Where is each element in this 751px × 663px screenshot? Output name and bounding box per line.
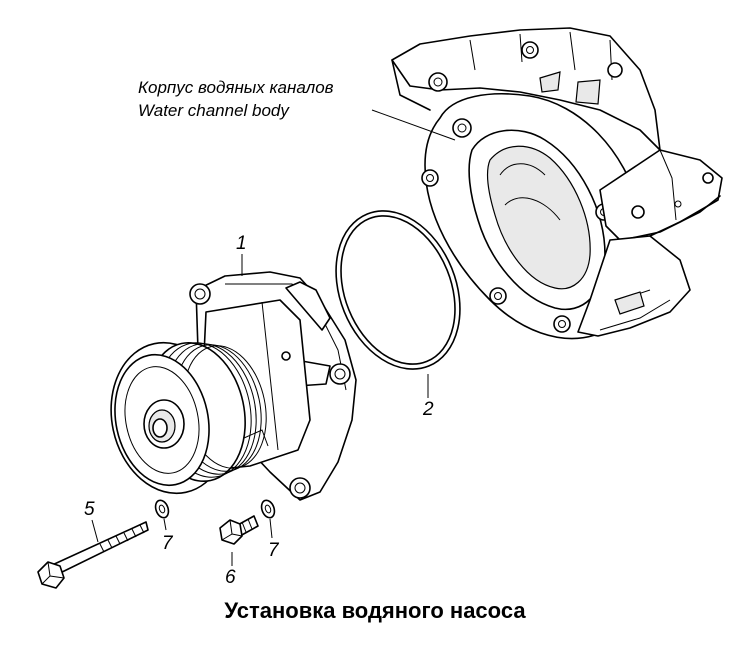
callout-label-ru: Корпус водяных каналов (138, 78, 334, 97)
part-number-7-right: 7 (268, 540, 280, 561)
o-ring (335, 210, 461, 370)
washer-left (154, 499, 170, 519)
part-number-6: 6 (225, 567, 236, 588)
leader-lines (91, 254, 429, 566)
part-number-2: 2 (422, 399, 434, 420)
water-channel-body (391, 27, 723, 340)
callout-label-en: Water channel body (138, 101, 290, 120)
long-bolt (37, 521, 149, 589)
diagram-title: Установка водяного насоса (224, 598, 526, 623)
part-number-1: 1 (236, 233, 247, 254)
washer-right (260, 499, 276, 519)
short-bolt (219, 515, 259, 545)
callout-leader (371, 109, 456, 141)
part-number-5: 5 (84, 499, 95, 520)
water-pump (110, 271, 357, 501)
part-number-7-left: 7 (162, 533, 174, 554)
